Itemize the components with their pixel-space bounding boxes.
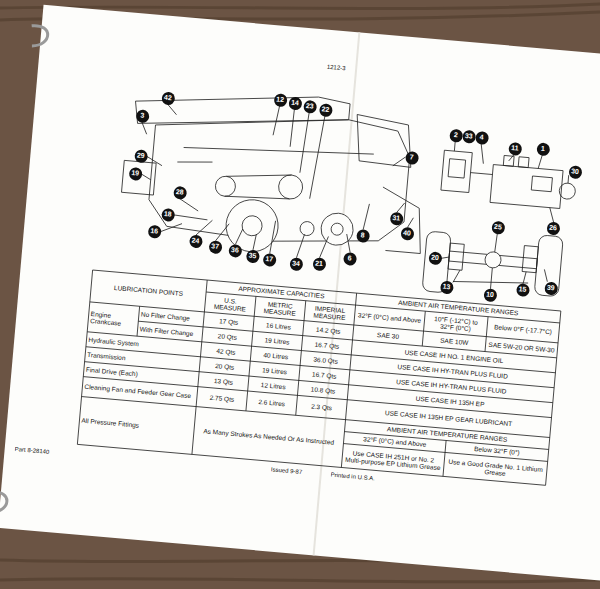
table-cell: 19 Litres (249, 361, 300, 380)
table-cell: Engine Crankcase (87, 302, 139, 336)
callout-number: 17 (262, 252, 276, 266)
callout-number: 2 (449, 128, 463, 142)
binder-ring (0, 25, 48, 513)
table-cell: LUBRICATION POINTS (90, 270, 207, 312)
callout-number: 28 (173, 185, 187, 199)
table-cell: IMPERIAL MEASURE (304, 301, 356, 325)
table-cell: 2.3 Qts (296, 395, 348, 419)
paper-sheet (0, 5, 600, 584)
table-cell: 17 Qts (203, 312, 254, 331)
callout-number: 11 (508, 141, 522, 155)
table-cell: 10.8 Qts (297, 380, 348, 399)
axle-illustration (422, 225, 563, 303)
callout-number: 37 (208, 240, 222, 254)
footer-note: Printed in U.S.A. (330, 470, 406, 486)
lubrication-table-grid (77, 270, 560, 485)
callout-number: 8 (356, 228, 370, 242)
callout-number: 21 (312, 257, 326, 271)
table-cell: 16 Litres (253, 316, 304, 335)
callout-number: 39 (544, 281, 558, 295)
callout-number: 3 (135, 109, 149, 123)
table-cell: 13 Qts (198, 372, 249, 391)
callout-number: 42 (161, 91, 175, 105)
table-cell: U.S. MEASURE (204, 292, 256, 316)
table-cell: Final Drive (Each) (83, 362, 199, 387)
callout-number: 22 (318, 103, 332, 117)
footer-note: Issued 9-87 (270, 464, 326, 479)
table-cell: 20 Qts (202, 327, 253, 346)
table-cell: 10°F (-12°C) to 32°F (0°C) (424, 311, 489, 336)
callout-number: 19 (128, 166, 142, 180)
table-cell: METRIC MEASURE (254, 296, 306, 320)
callout-number: 29 (134, 149, 148, 163)
callout-number: 26 (546, 221, 560, 235)
table-cell: With Filter Change (137, 321, 203, 342)
table-cell: 42 Qts (200, 342, 251, 361)
callout-number: 15 (516, 283, 530, 297)
callout-number: 13 (439, 280, 453, 294)
callout-number: 30 (568, 165, 582, 179)
table-cell: 14.2 Qts (303, 321, 354, 340)
callout-number: 23 (303, 99, 317, 113)
page-number: 1212-3 (306, 60, 367, 75)
callout-number: 1 (536, 142, 550, 156)
callout-number: 7 (405, 150, 419, 164)
callout-number: 4 (475, 130, 489, 144)
callout-number: 10 (483, 288, 497, 302)
callout-number: 35 (245, 249, 259, 263)
footer-note: Part 8-28140 (14, 444, 85, 460)
callout-number: 25 (491, 220, 505, 234)
callout-number: 14 (288, 96, 302, 110)
callout-number: 33 (462, 129, 476, 143)
callout-number: 18 (161, 207, 175, 221)
callout-number: 31 (389, 211, 403, 225)
callout-number: 24 (189, 234, 203, 248)
table-cell: All Pressure Fittings (77, 397, 196, 455)
table-cell: No Filter Change (138, 306, 204, 327)
table-cell: SAE 30 (353, 325, 424, 346)
engine-illustration (439, 140, 579, 223)
table-cell: 19 Litres (252, 331, 303, 350)
combine-illustration (117, 81, 433, 269)
callout-number: 6 (343, 251, 357, 265)
callout-number: 20 (428, 251, 442, 265)
callout-number: 34 (289, 257, 303, 271)
callout-number: 40 (400, 226, 414, 240)
table-cell: 2.6 Litres (246, 391, 298, 415)
callout-number: 12 (273, 93, 287, 107)
table-cell: As Many Strokes As Needed Or As Instruct… (192, 407, 346, 468)
table-cell: 16.7 Qts (301, 336, 352, 355)
table-cell: 2.75 Qts (196, 387, 248, 411)
table-cell: Use a Good Grade No. 1 Lithium Grease (443, 452, 548, 485)
table-cell: 16.7 Qts (299, 365, 350, 384)
table-cell: 36.0 Qts (300, 351, 351, 370)
table-cell: 40 Litres (250, 346, 301, 365)
callout-number: 16 (147, 224, 161, 238)
table-cell: Cleaning Fan and Feeder Gear Case (82, 377, 198, 407)
table-cell: 20 Qts (199, 357, 250, 376)
table-cell: Below 0°F (-17.7°C) (486, 317, 559, 343)
callout-number: 36 (228, 243, 242, 257)
table-cell: 12 Litres (248, 376, 299, 395)
